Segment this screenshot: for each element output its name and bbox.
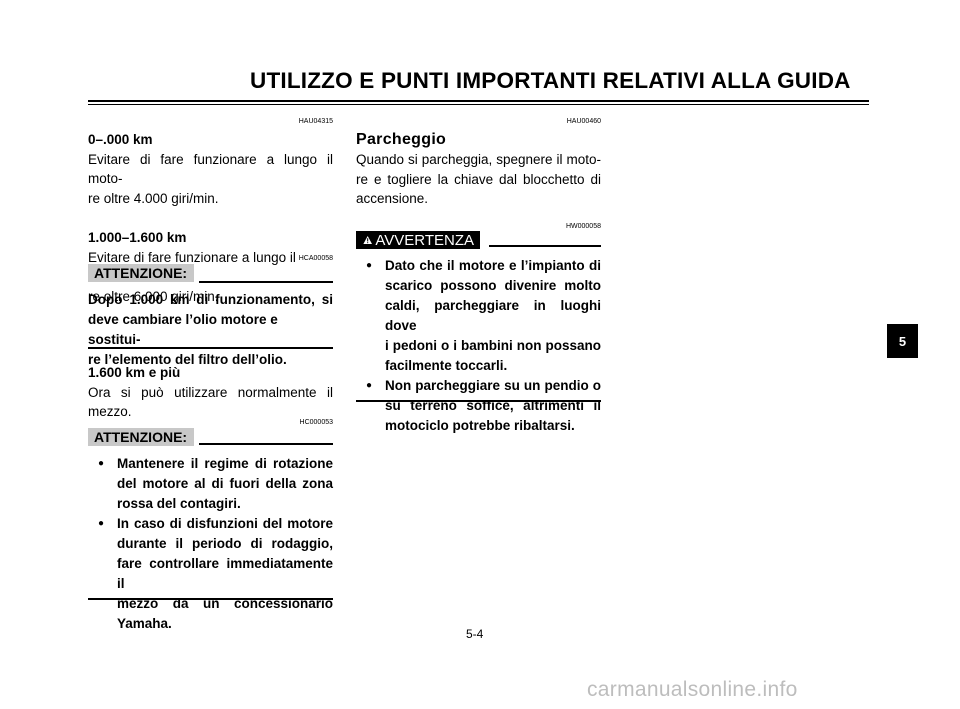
paragraph: Ora si può utilizzare normalmente il mez…	[88, 384, 333, 420]
warning-bullets: Dato che il motore e l’impianto di scari…	[356, 256, 601, 436]
caution-text: Dopo 1.000 km di funzionamento, si deve …	[88, 292, 333, 367]
reference-code: HAU00460	[566, 118, 601, 125]
caution-badge: ATTENZIONE:	[88, 428, 194, 446]
chapter-tab: 5	[887, 324, 918, 358]
left-column-middle: 1.600 km e più Ora si può utilizzare nor…	[88, 363, 333, 422]
warning-badge: AVVERTENZA	[356, 231, 480, 249]
caution-end-rule	[88, 347, 333, 349]
paragraph: Evitare di fare funzionare a lungo il mo…	[88, 151, 333, 206]
reference-code: HC000053	[299, 419, 333, 426]
section-heading: 1.600 km e più	[88, 365, 181, 380]
reference-code: HCA00058	[298, 255, 333, 262]
warning-label: AVVERTENZA	[375, 231, 474, 249]
list-item: Non parcheggiare su un pendio o su terre…	[356, 376, 601, 436]
reference-code: HW000058	[565, 223, 601, 230]
caution-end-rule	[88, 598, 333, 600]
caution-bullets: Mantenere il regime di rotazione del mot…	[88, 454, 333, 634]
section-heading: 1.000–1.600 km	[88, 230, 187, 245]
caution-rule	[199, 443, 333, 445]
section-title: Parcheggio	[356, 131, 447, 148]
warning-triangle-icon	[363, 236, 372, 244]
page-number: 5-4	[466, 627, 484, 641]
list-item: Mantenere il regime di rotazione del mot…	[88, 454, 333, 514]
list-item: Dato che il motore e l’impianto di scari…	[356, 256, 601, 376]
section-heading: 0–.000 km	[88, 132, 153, 147]
watermark-text: carmanualsonline.info	[587, 678, 798, 701]
warning-end-rule	[356, 400, 601, 402]
reference-code: HAU04315	[298, 118, 333, 125]
paragraph: Quando si parcheggia, spegnere il moto- …	[356, 152, 601, 206]
warning-rule	[489, 245, 601, 247]
caution-badge: ATTENZIONE:	[88, 264, 194, 282]
right-column-top: Parcheggio Quando si parcheggia, spegner…	[356, 130, 601, 209]
page-title: UTILIZZO E PUNTI IMPORTANTI RELATIVI ALL…	[250, 68, 851, 93]
caution-rule	[199, 281, 333, 283]
list-item: In caso di disfunzioni del motore durant…	[88, 514, 333, 634]
title-rule-thin	[88, 104, 869, 105]
title-rule-thick	[88, 100, 869, 102]
